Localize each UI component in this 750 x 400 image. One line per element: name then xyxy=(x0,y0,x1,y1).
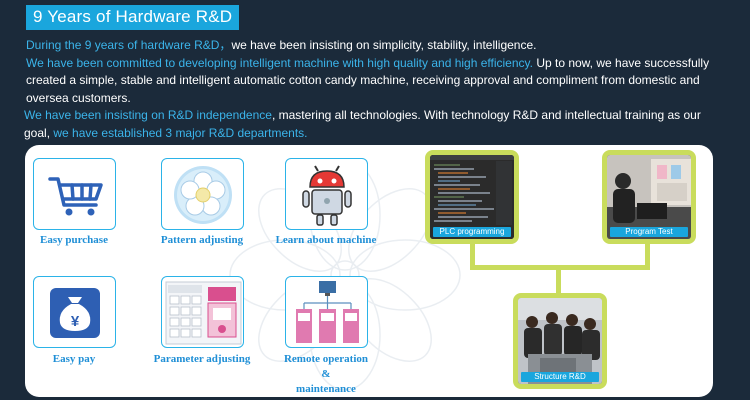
connector-line xyxy=(470,241,475,267)
department-caption: PLC programming xyxy=(433,227,511,237)
page-title: 9 Years of Hardware R&D xyxy=(26,5,240,30)
department-photo-program-test[interactable]: Program Test xyxy=(602,150,696,244)
intro-text-highlight: We have been committed to developing int… xyxy=(26,55,533,70)
connector-line xyxy=(645,241,650,267)
department-caption: Structure R&D xyxy=(521,372,599,382)
engineering-team-image xyxy=(518,298,602,384)
feature-tile-parameter-adjusting[interactable] xyxy=(161,276,244,348)
feature-label-line: maintenance xyxy=(296,383,356,395)
svg-text:¥: ¥ xyxy=(71,313,80,330)
intro-text: During the 9 years of hardware R&D，we ha… xyxy=(24,37,726,142)
feature-label: Easy purchase xyxy=(40,234,108,246)
feature-tile-pattern-adjusting[interactable] xyxy=(161,158,244,230)
intro-text-highlight: We have been insisting on R&D independen… xyxy=(24,108,272,122)
feature-tile-remote-operation[interactable] xyxy=(285,276,368,348)
feature-label: Parameter adjusting xyxy=(153,353,251,365)
feature-label: Pattern adjusting xyxy=(160,234,244,246)
robot-icon xyxy=(302,165,352,226)
feature-tile-learn-about-machine[interactable] xyxy=(285,158,368,230)
flower-pattern-icon xyxy=(174,166,232,224)
intro-paragraph-1: During the 9 years of hardware R&D，we ha… xyxy=(26,37,726,107)
feature-label: Easy pay xyxy=(52,353,96,365)
department-photo-structure-rd[interactable]: Structure R&D xyxy=(513,293,607,389)
feature-label-line: Remote operation xyxy=(283,353,368,365)
intro-text-highlight: During the 9 years of hardware R&D， xyxy=(26,38,232,52)
shopping-cart-icon xyxy=(48,177,103,216)
features-panel: Easy purchase Pattern adjusting xyxy=(25,145,713,397)
department-caption: Program Test xyxy=(610,227,688,237)
feature-label: Remote operation & maintenance xyxy=(261,352,391,397)
intro-paragraph-2: We have been insisting on R&D independen… xyxy=(24,107,726,142)
money-bag-icon: ¥ xyxy=(50,288,100,338)
network-machines-icon xyxy=(296,281,359,343)
feature-tile-easy-purchase[interactable] xyxy=(33,158,116,230)
control-screen-icon xyxy=(165,281,242,345)
feature-tile-easy-pay[interactable]: ¥ xyxy=(33,276,116,348)
code-screen-image xyxy=(430,155,514,239)
intro-text-plain: Up to now, we have successfully created … xyxy=(26,55,710,105)
connector-line xyxy=(556,265,561,297)
intro-text-plain: we have been insisting on simplicity, st… xyxy=(231,38,537,52)
department-photo-plc-programming[interactable]: PLC programming xyxy=(425,150,519,244)
feature-label: Learn about machine xyxy=(275,234,377,246)
intro-text-highlight: we have established 3 major R&D departme… xyxy=(53,125,308,140)
intro-text-plain: , mastering all technologies. With techn… xyxy=(24,108,701,140)
feature-label-line: & xyxy=(321,368,331,380)
